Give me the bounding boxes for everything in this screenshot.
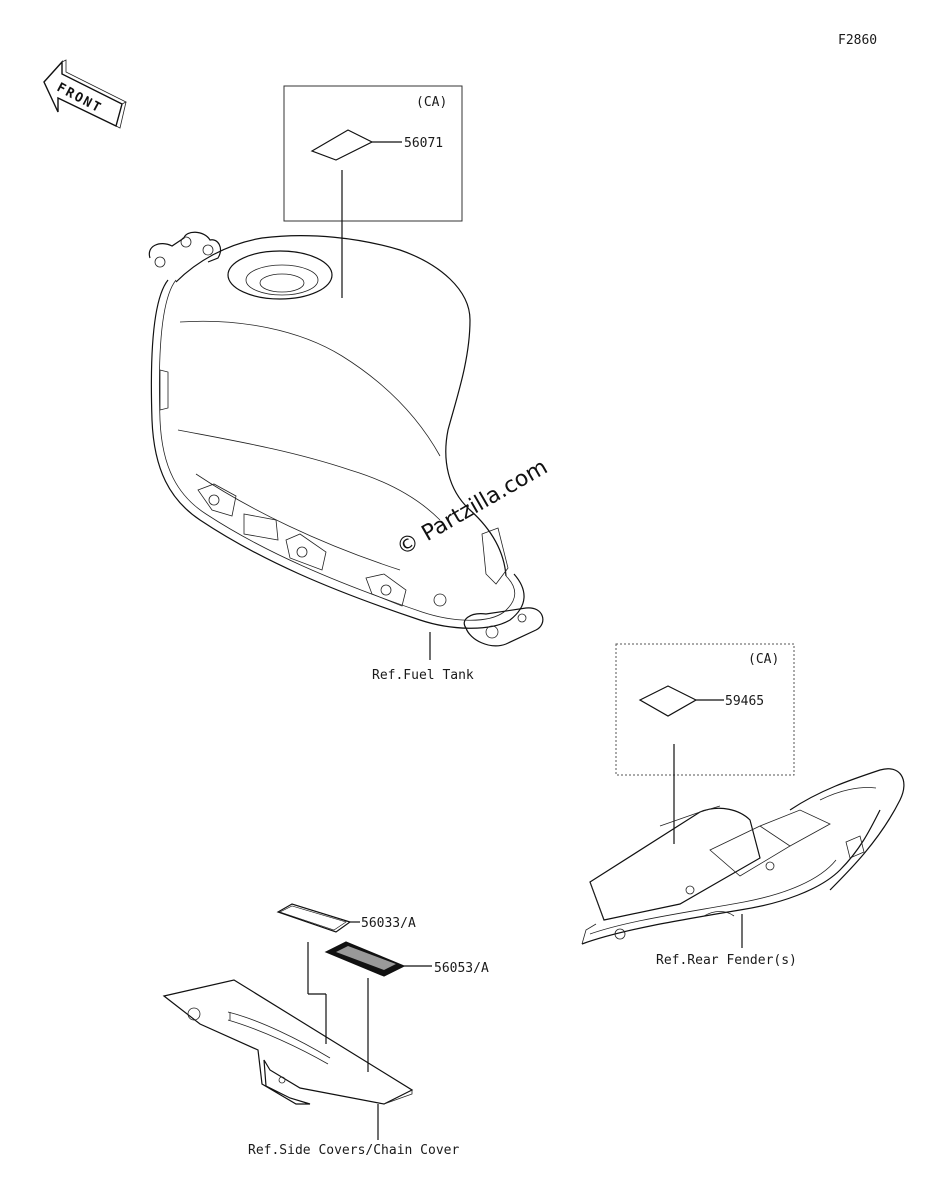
part-number-56053: 56053/A (434, 961, 489, 976)
label-59465-shape (638, 685, 698, 717)
figure-id: F2860 (838, 33, 877, 48)
front-arrow-icon: FRONT (43, 59, 127, 129)
sticker-56033: 56033/A (276, 903, 416, 1044)
callout-box-59465: (CA) 59465 (615, 643, 795, 844)
watermark: © Partzilla.com (393, 455, 553, 562)
ref-rear-fender: Ref.Rear Fender(s) (656, 953, 797, 968)
ref-fuel-tank: Ref.Fuel Tank (372, 668, 474, 683)
part-number-56033: 56033/A (361, 916, 416, 931)
ref-chain-cover: Ref.Side Covers/Chain Cover (248, 1143, 459, 1158)
label-56071-shape (310, 129, 374, 161)
box-tag-ca: (CA) (416, 95, 447, 110)
callout-box-56071: (CA) 56071 (283, 85, 463, 298)
chain-cover-drawing (162, 979, 414, 1140)
part-number-56071: 56071 (404, 136, 443, 151)
sticker-56053: 56053/A (324, 941, 489, 1072)
part-number-59465: 59465 (725, 694, 764, 709)
rear-fender-drawing (581, 768, 905, 948)
box-tag-ca-2: (CA) (748, 652, 779, 667)
fuel-tank-drawing (148, 231, 544, 660)
